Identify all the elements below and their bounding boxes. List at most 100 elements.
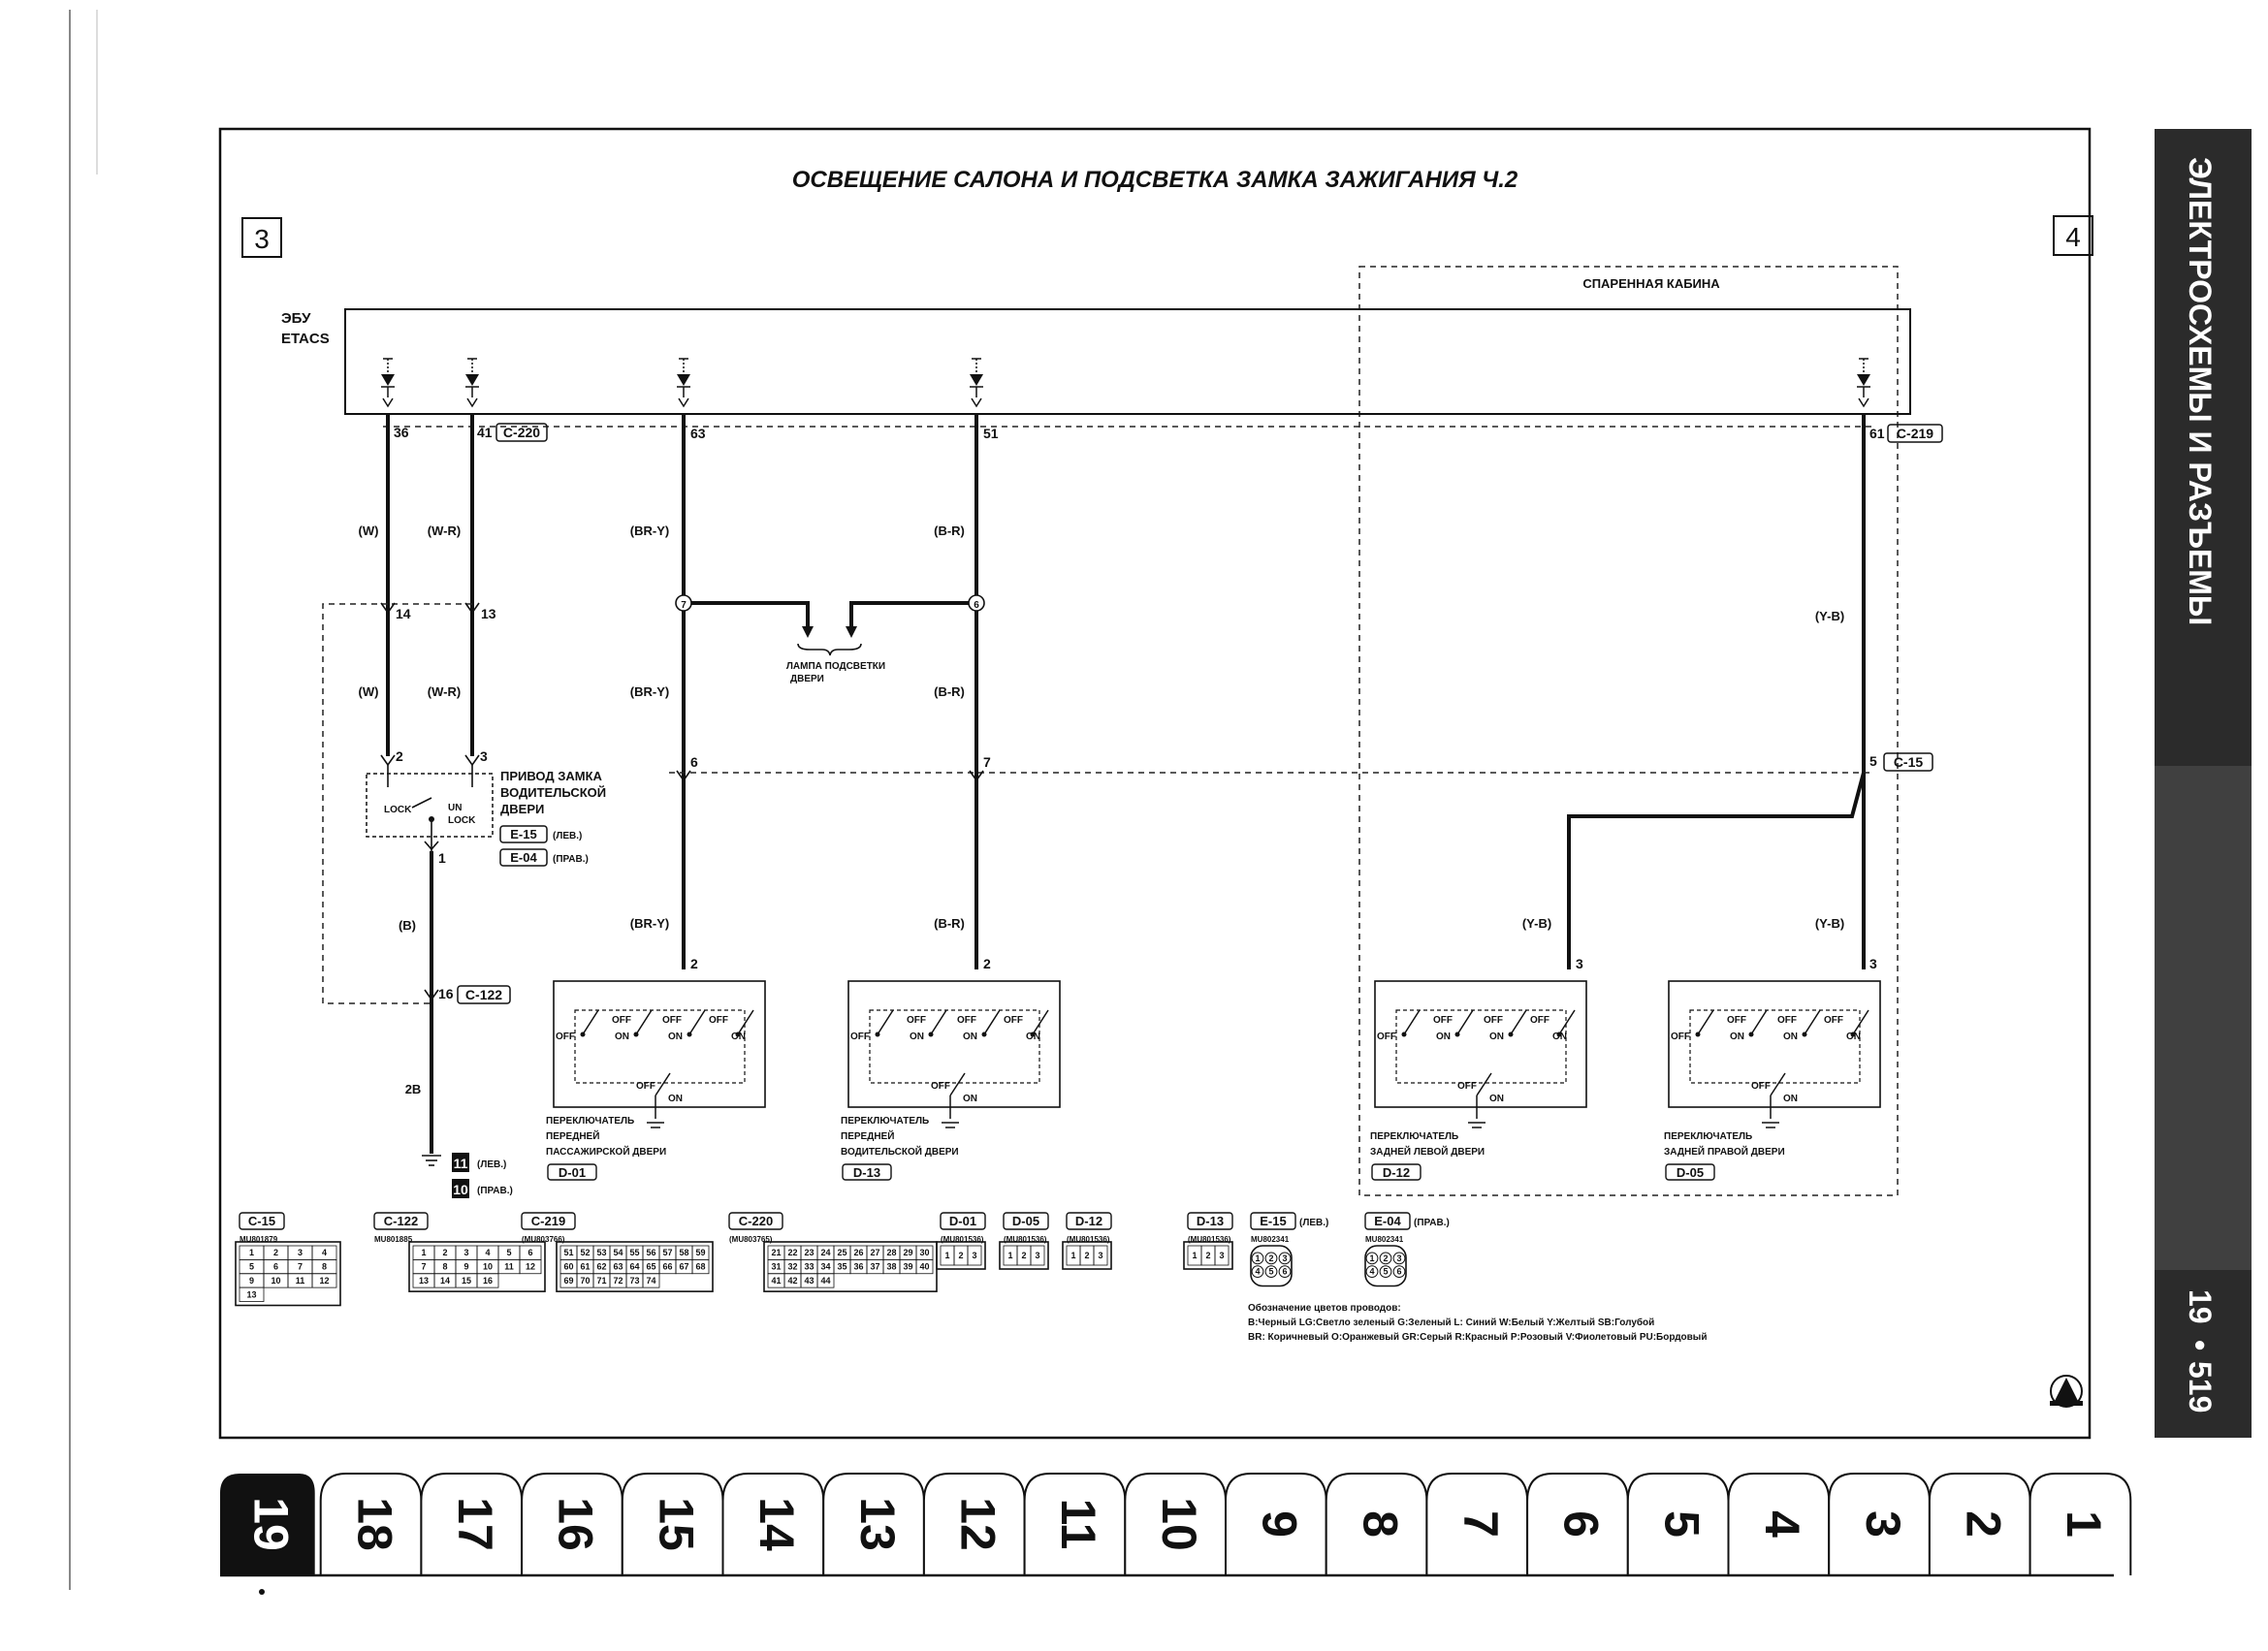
section-tab-13[interactable]: 13 xyxy=(822,1473,925,1575)
connector-cell: 4 xyxy=(1255,1267,1260,1277)
connector-cell: 8 xyxy=(442,1262,447,1272)
switch-off-label: OFF xyxy=(636,1081,655,1092)
door-lamp-arrow-left xyxy=(802,626,814,638)
switch-contact-label: ON xyxy=(1026,1032,1040,1042)
connector-cell: 1 xyxy=(1192,1251,1197,1260)
connector-part: MU802341 xyxy=(1365,1235,1404,1244)
ecu-diode xyxy=(465,358,479,408)
section-tab-label: 7 xyxy=(1453,1510,1508,1538)
ecu-etacs-box xyxy=(344,308,1911,415)
pin-14: 14 xyxy=(396,606,411,621)
wire-color-wr-upper: (W-R) xyxy=(428,524,461,538)
pin-16: 16 xyxy=(438,986,454,1001)
section-tab-4[interactable]: 4 xyxy=(1727,1473,1831,1575)
actuator-pin-1: 1 xyxy=(438,850,446,866)
section-tab-label: 18 xyxy=(347,1497,401,1551)
crew-cab-zone xyxy=(1358,266,1899,1196)
section-tab-12[interactable]: 12 xyxy=(922,1473,1026,1575)
side-bar-texture xyxy=(2155,766,2252,1270)
section-tab-8[interactable]: 8 xyxy=(1325,1473,1428,1575)
section-tab-11[interactable]: 11 xyxy=(1023,1473,1127,1575)
connector-part: (MU801536) xyxy=(1188,1235,1231,1244)
section-tab-5[interactable]: 5 xyxy=(1626,1473,1730,1575)
section-tab-6[interactable]: 6 xyxy=(1526,1473,1629,1575)
side-dot: • xyxy=(2183,1340,2218,1350)
connector-cell: 2 xyxy=(1205,1251,1210,1260)
door-lamp-feed-right xyxy=(849,601,969,630)
page-ref-left-box xyxy=(241,217,282,258)
switch-off-label: OFF xyxy=(1727,1015,1746,1026)
connector-arrow-7 xyxy=(969,770,984,782)
crew-cab-label: СПАРЕННАЯ КАБИНА xyxy=(1582,276,1720,291)
section-tab-18[interactable]: 18 xyxy=(319,1473,423,1575)
connector-tag-c220 xyxy=(495,423,548,442)
connector-cell: 57 xyxy=(662,1248,672,1257)
section-tab-10[interactable]: 10 xyxy=(1124,1473,1227,1575)
switch-contact-label: OFF xyxy=(850,1032,870,1042)
section-tab-16[interactable]: 16 xyxy=(521,1473,623,1575)
actuator-right-label: (ПРАВ.) xyxy=(553,854,589,865)
connector-cell: 4 xyxy=(1369,1267,1374,1277)
page-number: 519 xyxy=(2183,1361,2218,1413)
switch-connector-id: D-01 xyxy=(559,1165,586,1180)
connector-tag-c122 xyxy=(457,985,511,1004)
section-tab-17[interactable]: 17 xyxy=(420,1473,524,1575)
connector-cell: 3 xyxy=(1282,1254,1287,1263)
connector-cell: 53 xyxy=(596,1248,606,1257)
wire-color-b: (B) xyxy=(399,918,416,933)
connector-cell: 34 xyxy=(820,1262,830,1272)
section-tab-9[interactable]: 9 xyxy=(1225,1473,1327,1575)
pin-41: 41 xyxy=(477,425,493,440)
connector-cell: 3 xyxy=(1035,1251,1039,1260)
section-tab-label: 12 xyxy=(951,1497,1006,1551)
section-tab-14[interactable]: 14 xyxy=(721,1473,825,1575)
pin-13: 13 xyxy=(481,606,496,621)
switch-front-driver-pin: 2 xyxy=(983,956,991,971)
wire-color-br-upper: (B-R) xyxy=(934,524,965,538)
connector-cell: 11 xyxy=(296,1276,305,1286)
connector-cell: 12 xyxy=(526,1262,535,1272)
connector-cell: 7 xyxy=(298,1262,303,1272)
switch-contact-label: ON xyxy=(1730,1032,1744,1042)
section-tab-label: 10 xyxy=(1152,1497,1206,1551)
section-tab-2[interactable]: 2 xyxy=(1928,1473,2031,1575)
side-section-number: 19 xyxy=(2183,1289,2218,1324)
connector-side: (ЛЕВ.) xyxy=(1299,1218,1328,1228)
connector-cell: 65 xyxy=(646,1262,655,1272)
connector-id: C-15 xyxy=(248,1214,275,1228)
switch-contact-label: ON xyxy=(910,1032,924,1042)
actuator-name-line2: ВОДИТЕЛЬСКОЙ xyxy=(500,785,606,800)
connector-cell: 2 xyxy=(1383,1254,1388,1263)
connector-part: MU801879 xyxy=(240,1235,278,1244)
section-tab-1[interactable]: 1 xyxy=(2028,1473,2132,1575)
section-tab-7[interactable]: 7 xyxy=(1425,1473,1529,1575)
switch-contact-label: ON xyxy=(1783,1032,1798,1042)
section-tab-label: 6 xyxy=(1554,1510,1609,1538)
connector-cell: 69 xyxy=(563,1276,573,1286)
switch-name: ЗАДНЕЙ ЛЕВОЙ ДВЕРИ xyxy=(1370,1145,1485,1158)
connector-cell: 52 xyxy=(580,1248,590,1257)
actuator-unlock-label: LOCK xyxy=(448,815,476,826)
connector-cell: 26 xyxy=(853,1248,863,1257)
connector-cell: 1 xyxy=(1070,1251,1075,1260)
section-tab-19[interactable]: 19 xyxy=(220,1474,315,1575)
connector-id: D-12 xyxy=(1075,1214,1102,1228)
section-tab-3[interactable]: 3 xyxy=(1828,1473,1931,1575)
connector-cell: 9 xyxy=(249,1276,254,1286)
switch-name: ПЕРЕКЛЮЧАТЕЛЬ xyxy=(1664,1131,1752,1142)
connector-cell: 1 xyxy=(1255,1254,1260,1263)
actuator-conn-e04-box xyxy=(499,848,548,867)
section-tab-label: 15 xyxy=(649,1497,703,1551)
junction-6-label: 6 xyxy=(974,600,979,611)
connector-cell: 36 xyxy=(853,1262,863,1272)
connector-cell: 54 xyxy=(613,1248,623,1257)
section-tab-15[interactable]: 15 xyxy=(621,1473,724,1575)
page-ref-right: 4 xyxy=(2065,222,2081,252)
connector-cell: 62 xyxy=(596,1262,606,1272)
switch-on-label: ON xyxy=(1489,1094,1504,1104)
